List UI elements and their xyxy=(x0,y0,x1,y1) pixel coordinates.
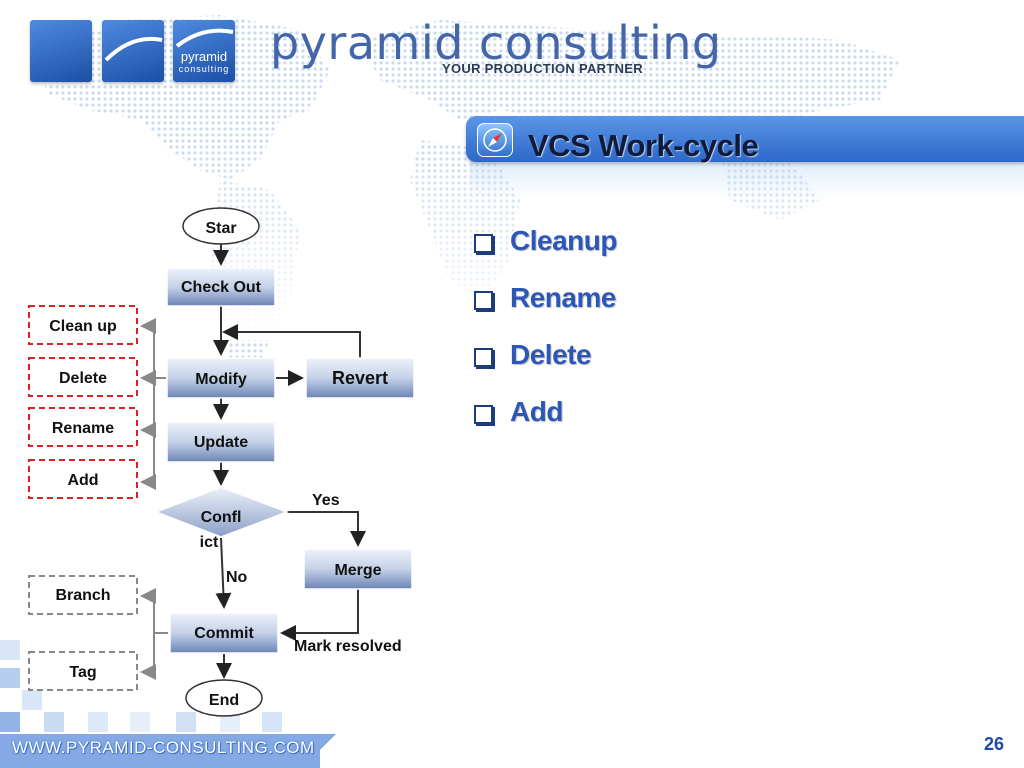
bottom-left-tiles xyxy=(0,640,336,768)
bullet-label: Add xyxy=(510,396,563,427)
node-conflict-label-line1: Confl xyxy=(201,509,242,526)
post-op-label: Tag xyxy=(69,664,96,681)
node-start: Star xyxy=(182,207,260,245)
post-op-tag: Tag xyxy=(28,651,138,691)
post-op-label: Branch xyxy=(55,587,110,604)
side-ops-bracket xyxy=(140,318,166,490)
brand-tagline: YOUR PRODUCTION PARTNER xyxy=(442,61,643,76)
edge-label-yes: Yes xyxy=(312,492,340,509)
node-checkout-label: Check Out xyxy=(181,279,262,296)
side-op-label: Clean up xyxy=(49,318,117,335)
node-conflict: Confl ict xyxy=(153,486,290,551)
bullet-label: Delete xyxy=(510,339,592,370)
node-commit-label: Commit xyxy=(194,625,254,642)
node-modify: Modify xyxy=(166,357,276,399)
edge-conflict-commit xyxy=(215,537,232,609)
brand-name: pyramid consulting xyxy=(270,16,722,70)
page-number: 26 xyxy=(983,734,1004,754)
logo-tile-text: pyramid consulting xyxy=(173,20,235,82)
edge-revert-back xyxy=(222,324,361,358)
title-bar xyxy=(466,116,1024,162)
edge-label-no: No xyxy=(226,569,248,586)
logo-text-line1: pyramid xyxy=(180,49,228,64)
checkbox-bullet-icon xyxy=(474,348,493,367)
side-op-rename: Rename xyxy=(28,407,138,447)
side-op-delete: Delete xyxy=(28,357,138,397)
footer-url[interactable]: WWW.PYRAMID-CONSULTING.COM xyxy=(12,738,315,757)
node-revert-label: Revert xyxy=(332,368,388,388)
page-title: VCS Work-cycle xyxy=(528,128,759,163)
logo-text-line2: consulting xyxy=(178,64,230,74)
checkbox-bullet-icon xyxy=(474,234,493,253)
node-end-label: End xyxy=(209,692,239,709)
swoosh-icon xyxy=(104,36,163,62)
bullet-label: Cleanup xyxy=(510,225,617,256)
node-checkout: Check Out xyxy=(166,267,276,307)
swoosh-icon xyxy=(175,28,234,48)
checkbox-bullet-icon xyxy=(474,291,493,310)
node-merge: Merge xyxy=(303,548,413,590)
node-revert: Revert xyxy=(305,357,415,399)
logo-tile-swoosh xyxy=(102,20,164,82)
node-update-label: Update xyxy=(194,434,248,451)
edge-merge-commit xyxy=(280,589,359,641)
side-op-label: Rename xyxy=(52,420,114,437)
node-end: End xyxy=(185,679,263,717)
side-op-add: Add xyxy=(28,459,138,499)
node-conflict-label-line2: ict xyxy=(200,534,219,551)
node-commit: Commit xyxy=(169,612,279,654)
compass-icon xyxy=(477,123,513,157)
edge-conflict-merge xyxy=(287,511,366,547)
post-ops-bracket xyxy=(140,588,168,680)
node-modify-label: Modify xyxy=(195,371,247,388)
edge-label-mark-resolved: Mark resolved xyxy=(294,638,402,655)
connectors xyxy=(213,244,366,679)
node-merge-label: Merge xyxy=(334,562,381,579)
side-op-cleanup: Clean up xyxy=(28,305,138,345)
node-update: Update xyxy=(166,421,276,463)
bullet-label: Rename xyxy=(510,282,616,313)
checkbox-bullet-icon xyxy=(474,405,493,424)
post-op-branch: Branch xyxy=(28,575,138,615)
side-op-label: Add xyxy=(67,472,98,489)
node-start-label: Star xyxy=(205,220,236,237)
side-op-label: Delete xyxy=(59,370,107,387)
logo-tile xyxy=(30,20,92,82)
